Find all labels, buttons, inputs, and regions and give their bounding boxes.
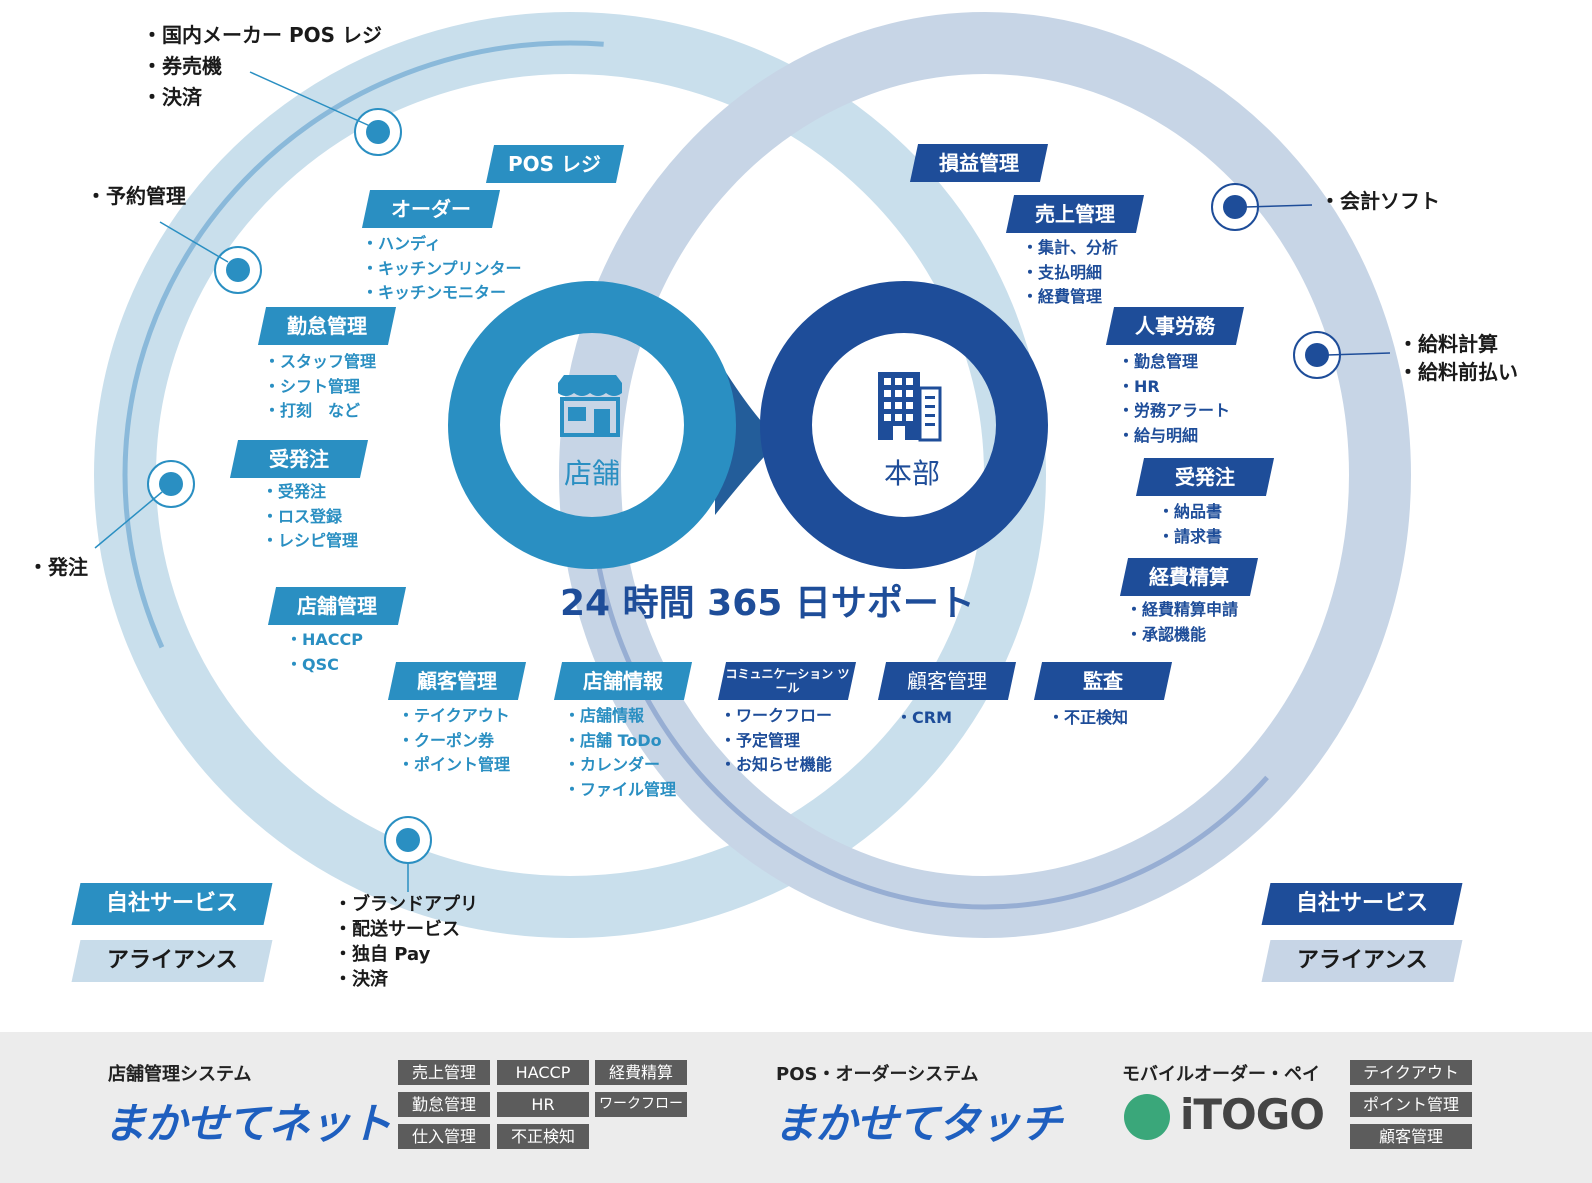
- list-audit: 不正検知: [1048, 706, 1128, 731]
- tag-ordering: 受発注: [229, 440, 369, 478]
- chip: 売上管理: [398, 1060, 490, 1085]
- storefront-icon: [558, 375, 622, 437]
- tag-order: オーダー: [361, 190, 501, 228]
- product1-logo: まかせてネット: [104, 1099, 392, 1148]
- legend-own-left: 自社サービス: [71, 883, 273, 925]
- tag-store-mgmt: 店舗管理: [267, 587, 407, 625]
- hq-outer-ring: [559, 12, 1411, 938]
- tag-hq-ordering: 受発注: [1135, 458, 1275, 496]
- legend-alliance-right: アライアンス: [1261, 940, 1463, 982]
- tag-store-info: 店舗情報: [553, 662, 693, 700]
- chip: 顧客管理: [1350, 1124, 1472, 1149]
- hq-label: 本部: [883, 457, 940, 490]
- list-customer-store: テイクアウトクーポン券ポイント管理: [398, 704, 510, 778]
- tag-pos: POS レジ: [485, 145, 625, 183]
- node-pos: [354, 108, 402, 156]
- node-app: [384, 816, 432, 864]
- footer-products: 店舗管理システム まかせてネット 売上管理 HACCP 経費精算 勤怠管理 HR…: [0, 1032, 1592, 1183]
- legend-own-right: 自社サービス: [1261, 883, 1463, 925]
- tag-attendance: 勤怠管理: [257, 307, 397, 345]
- list-communication: ワークフロー予定管理お知らせ機能: [720, 704, 832, 778]
- itogo-mark-icon: [1124, 1094, 1170, 1140]
- list-attendance: スタッフ管理シフト管理打刻 など: [264, 350, 376, 424]
- outer-order: 発注: [28, 552, 88, 583]
- chip: HR: [497, 1092, 589, 1117]
- outer-accounting: 会計ソフト: [1320, 186, 1440, 217]
- tag-audit: 監査: [1033, 662, 1173, 700]
- tag-communication: コミュニケーション ツール: [717, 662, 857, 700]
- chip: 不正検知: [497, 1124, 589, 1149]
- chip: HACCP: [497, 1060, 589, 1085]
- product3-title: モバイルオーダー・ペイ: [1122, 1064, 1320, 1085]
- chip: 経費精算: [595, 1060, 687, 1085]
- list-store-info: 店舗情報店舗 ToDoカレンダーファイル管理: [564, 704, 676, 802]
- support-headline: 24 時間 365 日サポート: [560, 583, 975, 624]
- node-payroll: [1293, 331, 1341, 379]
- list-order: ハンディキッチンプリンターキッチンモニター: [362, 232, 522, 306]
- node-order: [147, 460, 195, 508]
- chip: 勤怠管理: [398, 1092, 490, 1117]
- store-label: 店舗: [563, 457, 620, 490]
- center-infinity: [448, 281, 1048, 569]
- node-reservation: [214, 246, 262, 294]
- chip: テイクアウト: [1350, 1060, 1472, 1085]
- tag-hr: 人事労務: [1105, 307, 1245, 345]
- chip: ポイント管理: [1350, 1092, 1472, 1117]
- list-expense: 経費精算申請承認機能: [1126, 598, 1238, 647]
- list-ordering: 受発注ロス登録レシピ管理: [262, 480, 358, 554]
- tag-expense: 経費精算: [1119, 558, 1259, 596]
- tag-customer-store: 顧客管理: [387, 662, 527, 700]
- chip: 仕入管理: [398, 1124, 490, 1149]
- outer-pos-partners: 国内メーカー POS レジ券売機決済: [142, 20, 382, 113]
- list-sales: 集計、分析支払明細経費管理: [1022, 236, 1118, 310]
- product3-logo: iTOGO: [1180, 1090, 1325, 1139]
- list-hq-ordering: 納品書請求書: [1158, 500, 1222, 549]
- tag-sales: 売上管理: [1005, 195, 1145, 233]
- product2-logo: まかせてタッチ: [774, 1099, 1062, 1148]
- legend-alliance-left: アライアンス: [71, 940, 273, 982]
- chip: ワークフロー: [595, 1092, 687, 1117]
- product1-title: 店舗管理システム: [108, 1064, 252, 1085]
- outer-payroll: 給料計算給料前払い: [1398, 330, 1518, 386]
- infinity-rings: [94, 12, 1411, 938]
- list-hr: 勤怠管理HR労務アラート給与明細: [1118, 350, 1230, 448]
- list-customer-hq: CRM: [896, 706, 952, 731]
- list-store-mgmt: HACCPQSC: [286, 628, 363, 677]
- tag-pl: 損益管理: [909, 144, 1049, 182]
- outer-reservation: 予約管理: [86, 181, 186, 212]
- product2-title: POS・オーダーシステム: [776, 1064, 979, 1085]
- office-building-icon: [878, 372, 942, 442]
- outer-app: ブランドアプリ配送サービス独自 Pay決済: [334, 892, 478, 992]
- tag-customer-hq: 顧客管理: [877, 662, 1017, 700]
